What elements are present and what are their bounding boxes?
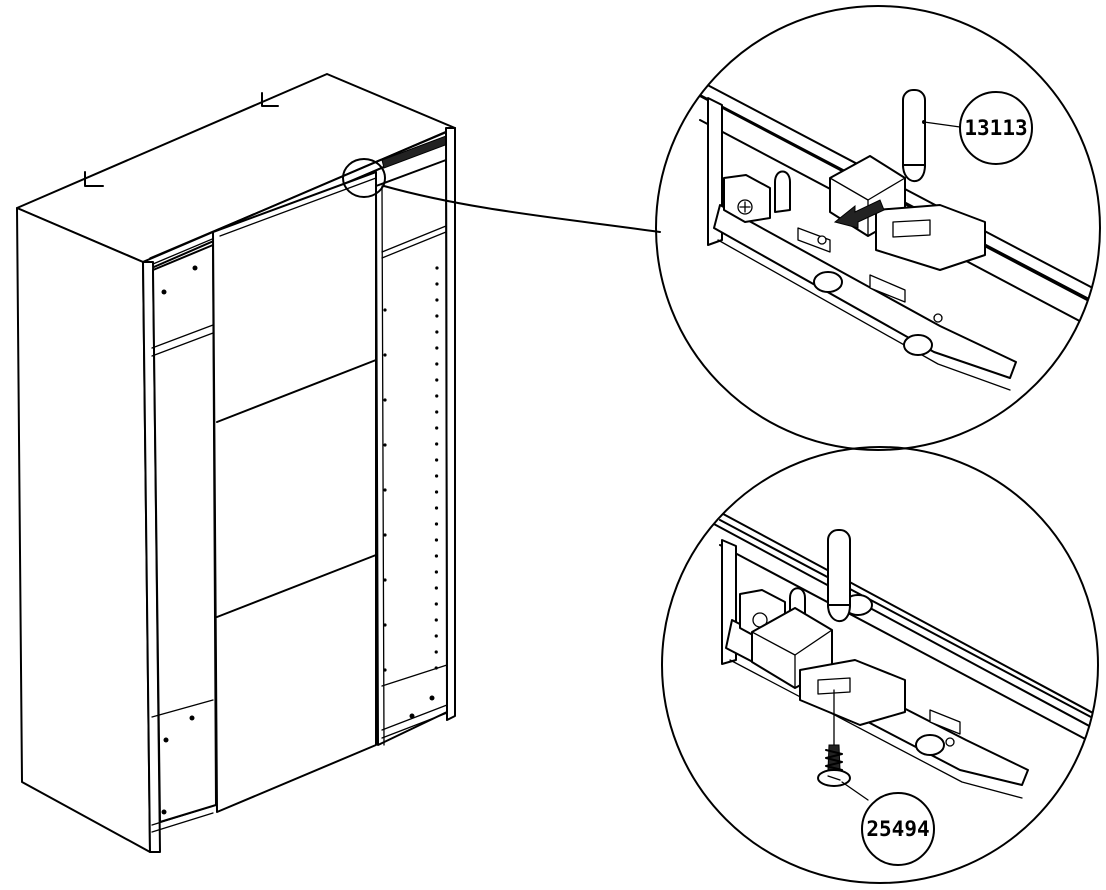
screw-part <box>817 689 851 787</box>
detail-view-bottom: 25494 <box>661 446 1099 884</box>
detail-circle-bottom <box>661 446 1099 884</box>
right-shelf <box>381 225 447 253</box>
rail-pin <box>902 89 926 176</box>
shelf-pin-hole <box>383 578 387 582</box>
left-compartment <box>152 244 217 823</box>
shelf-pin-hole <box>383 623 387 627</box>
shelf-pin-hole <box>383 668 387 672</box>
part-label-circle-13113 <box>959 91 1033 165</box>
stopper-body <box>875 204 986 271</box>
left-shelf-top <box>151 324 214 349</box>
shelf-pin-hole <box>434 650 438 654</box>
shelf-pin-hole <box>434 554 439 558</box>
shelf-pin-hole <box>383 488 387 492</box>
shelf-pin-hole <box>383 533 387 537</box>
shelf-pin-hole <box>434 570 438 574</box>
shelf-pin-hole <box>434 474 439 478</box>
shelf-pin-hole <box>434 634 438 638</box>
top-rail <box>149 132 446 259</box>
shelf-pin-hole <box>435 426 439 430</box>
shelf-pin-hole <box>434 538 439 542</box>
part-label-circle-25494 <box>861 792 935 866</box>
door-divider-upper <box>216 359 377 423</box>
left-bottom <box>151 699 214 718</box>
shelf-pin-hole <box>435 298 439 302</box>
detail-circle-top <box>655 5 1101 451</box>
shelf-pin-hole <box>383 308 387 312</box>
shelf-pin-hole <box>434 490 439 494</box>
shelf-pin-hole <box>435 266 439 270</box>
shelf-pin-hole <box>435 394 439 398</box>
shelf-pin-hole <box>434 602 438 606</box>
shelf-pin-hole <box>435 458 439 462</box>
shelf-pin-hole <box>434 666 438 670</box>
shelf-pin-hole <box>434 618 438 622</box>
top-marker-left <box>84 171 104 187</box>
shelf-pin-hole <box>434 506 439 510</box>
shelf-pin-hole <box>435 346 439 350</box>
shelf-pin-hole <box>434 522 439 526</box>
sliding-door <box>212 171 377 813</box>
shelf-pin-hole <box>435 378 439 382</box>
shelf-pin-hole <box>435 442 439 446</box>
shelf-pin-hole <box>435 362 439 366</box>
detail-view-top: 13113 <box>655 5 1101 451</box>
shelf-pin-hole <box>383 398 387 402</box>
shelf-pin-holes <box>383 266 439 672</box>
detail-callout-circle <box>342 158 386 198</box>
wardrobe <box>16 73 661 853</box>
part-label-25494: 25494 <box>866 817 929 841</box>
part-label-13113: 13113 <box>964 116 1027 140</box>
door-divider-lower <box>216 554 377 618</box>
shelf-pin-hole <box>435 410 439 414</box>
shelf-pin-hole <box>435 330 439 334</box>
shelf-pin-hole <box>434 586 438 590</box>
shelf-pin-hole <box>383 443 387 447</box>
direction-arrow <box>833 199 885 229</box>
stopper-body-bottom <box>799 659 906 726</box>
left-side-panel <box>16 207 151 853</box>
rail-plate <box>713 204 1017 379</box>
top-marker-right <box>261 92 279 107</box>
right-bottom <box>381 704 448 731</box>
shelf-pin-hole <box>383 353 387 357</box>
shelf-pin-hole <box>435 282 439 286</box>
right-compartment <box>375 159 448 746</box>
shelf-pin-hole <box>435 314 439 318</box>
detail-callout-leader <box>383 185 661 233</box>
rail-pin-bottom <box>827 529 851 616</box>
left-side-edge <box>142 261 161 853</box>
